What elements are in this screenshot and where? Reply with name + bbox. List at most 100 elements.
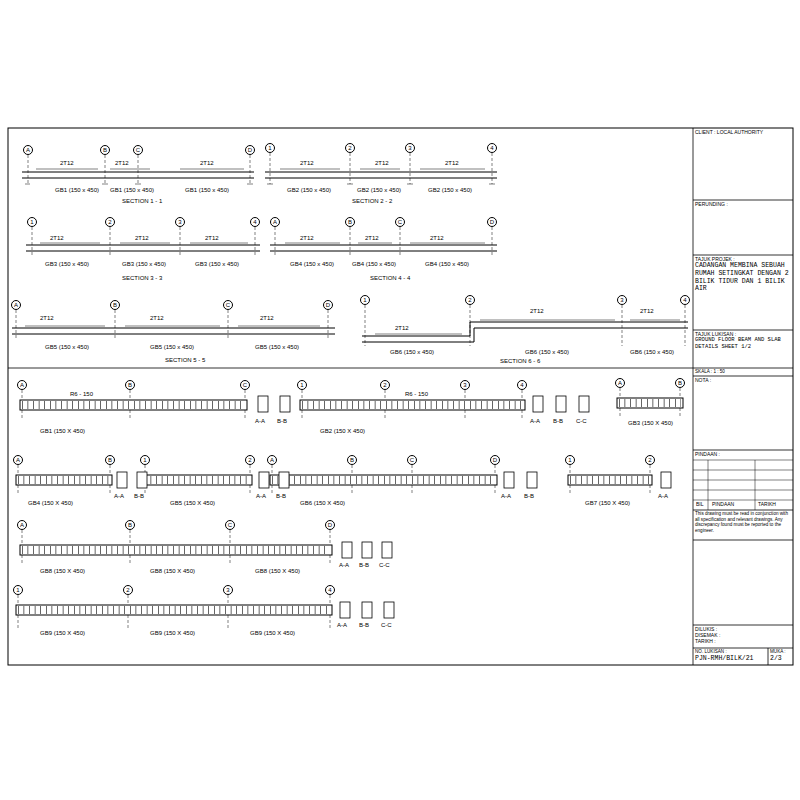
- drawing-label: 2T12: [40, 315, 54, 322]
- drawing-label: GB8 (150 X 450): [255, 568, 300, 575]
- grid-letter: B: [128, 382, 132, 388]
- grid-bubble: 2: [245, 455, 255, 465]
- grid-bubble: 2: [645, 455, 655, 465]
- drawing-label: 2T12: [205, 235, 219, 242]
- grid-bubble: A: [615, 378, 625, 388]
- grid-letter: A: [20, 522, 24, 528]
- drawing-label: GB1 (150 x 450): [185, 187, 229, 194]
- grid-letter: D: [328, 522, 332, 528]
- grid-bubble: B: [125, 380, 135, 390]
- drawing-label: B-B: [276, 493, 286, 500]
- drawing-label: 2T12: [200, 160, 214, 167]
- title-block-text: CADANGAN MEMBINA SEBUAH RUMAH SETINGKAT …: [695, 262, 791, 293]
- drawing-label: GB8 (150 X 450): [150, 568, 195, 575]
- title-block-cell: PINDAAN :: [693, 450, 793, 460]
- grid-letter: 3: [620, 297, 623, 303]
- grid-bubble: A: [270, 217, 280, 227]
- grid-letter: 4: [253, 219, 256, 225]
- title-block-text: TARIKH :: [695, 638, 791, 644]
- drawing-label: GB5 (150 x 450): [45, 344, 89, 351]
- drawing-label: GB2 (150 X 450): [320, 428, 365, 435]
- drawing-label: 2T12: [365, 235, 379, 242]
- grid-bubble: 2: [123, 585, 133, 595]
- drawing-label: R6 - 150: [405, 391, 428, 398]
- grid-letter: B: [108, 457, 112, 463]
- title-block-text: PERUNDING :: [695, 201, 791, 207]
- grid-letter: 4: [490, 145, 493, 151]
- grid-letter: 1: [16, 587, 19, 593]
- drawing-label: GB9 (150 X 450): [250, 630, 295, 637]
- grid-letter: 2: [468, 297, 471, 303]
- title-block-cell: TAJUK PROJEK :CADANGAN MEMBINA SEBUAH RU…: [693, 255, 793, 330]
- drawing-label: 2T12: [640, 308, 654, 315]
- grid-bubble: C: [223, 300, 233, 310]
- title-block-cell: PERUNDING :: [693, 200, 793, 255]
- drawing-label: A-A: [501, 493, 511, 500]
- drawing-label: GB5 (150 X 450): [170, 500, 215, 507]
- title-block-text: CLIENT : LOCAL AUTHORITY: [695, 129, 791, 135]
- drawing-label: SECTION 5 - 5: [165, 357, 205, 364]
- grid-letter: 2: [248, 457, 251, 463]
- grid-bubble: 1: [565, 455, 575, 465]
- grid-letter: 4: [683, 297, 686, 303]
- grid-bubble: 3: [617, 295, 627, 305]
- drawing-label: 2T12: [60, 160, 74, 167]
- drawing-label: A-A: [658, 493, 668, 500]
- grid-bubble: 4: [250, 217, 260, 227]
- drawing-label: SECTION 1 - 1: [122, 198, 162, 205]
- grid-letter: 3: [178, 219, 181, 225]
- grid-letter: C: [136, 147, 140, 153]
- drawing-label: BIL: [696, 502, 704, 508]
- title-block-text: PINDAAN :: [695, 451, 791, 457]
- drawing-label: B-B: [359, 562, 369, 569]
- grid-bubble: 1: [360, 295, 370, 305]
- grid-letter: 3: [463, 382, 466, 388]
- drawing-label: GB4 (150 x 450): [425, 261, 469, 268]
- drawing-label: GB5 (150 x 450): [150, 344, 194, 351]
- drawing-label: 2T12: [445, 160, 459, 167]
- grid-bubble: B: [347, 455, 357, 465]
- grid-letter: D: [326, 302, 330, 308]
- title-block-text: GROUND FLOOR BEAM AND SLAB DETAILS SHEET…: [695, 337, 791, 350]
- grid-bubble: D: [490, 455, 500, 465]
- grid-letter: B: [348, 219, 352, 225]
- grid-letter: B: [350, 457, 354, 463]
- drawing-label: 2T12: [135, 235, 149, 242]
- grid-letter: 2: [108, 219, 111, 225]
- grid-letter: A: [14, 302, 18, 308]
- title-block-text: DISEMAK :: [695, 632, 791, 638]
- drawing-label: SECTION 4 - 4: [370, 275, 410, 282]
- drawing-label: 2T12: [115, 160, 129, 167]
- grid-bubble: C: [395, 217, 405, 227]
- grid-bubble: A: [13, 455, 23, 465]
- drawing-label: SECTION 2 - 2: [352, 198, 392, 205]
- grid-bubble: C: [225, 520, 235, 530]
- title-block-cell: DILUKIS :DISEMAK :TARIKH :: [693, 625, 793, 648]
- drawing-label: GB3 (150 x 450): [122, 261, 166, 268]
- drawing-label: B-B: [524, 493, 534, 500]
- grid-bubble: 3: [223, 585, 233, 595]
- drawing-label: GB1 (150 X 450): [40, 428, 85, 435]
- drawing-label: 2T12: [150, 315, 164, 322]
- title-block-text: NO. LUKISAN :: [695, 649, 766, 655]
- grid-bubble: C: [407, 455, 417, 465]
- grid-bubble: C: [240, 380, 250, 390]
- drawing-label: A-A: [114, 493, 124, 500]
- grid-letter: A: [26, 147, 30, 153]
- grid-letter: C: [410, 457, 414, 463]
- drawing-label: SECTION 6 - 6: [500, 358, 540, 365]
- grid-letter: 4: [328, 587, 331, 593]
- grid-letter: 2: [383, 382, 386, 388]
- drawing-label: B-B: [553, 418, 563, 425]
- grid-letter: 2: [348, 145, 351, 151]
- drawing-label: A-A: [339, 562, 349, 569]
- drawing-label: 2T12: [300, 160, 314, 167]
- drawing-label: GB6 (150 x 450): [390, 349, 434, 356]
- grid-letter: C: [243, 382, 247, 388]
- grid-bubble: D: [323, 300, 333, 310]
- grid-letter: 3: [226, 587, 229, 593]
- drawing-label: GB2 (150 x 450): [428, 187, 472, 194]
- drawing-label: C-C: [381, 622, 392, 629]
- grid-bubble: B: [100, 145, 110, 155]
